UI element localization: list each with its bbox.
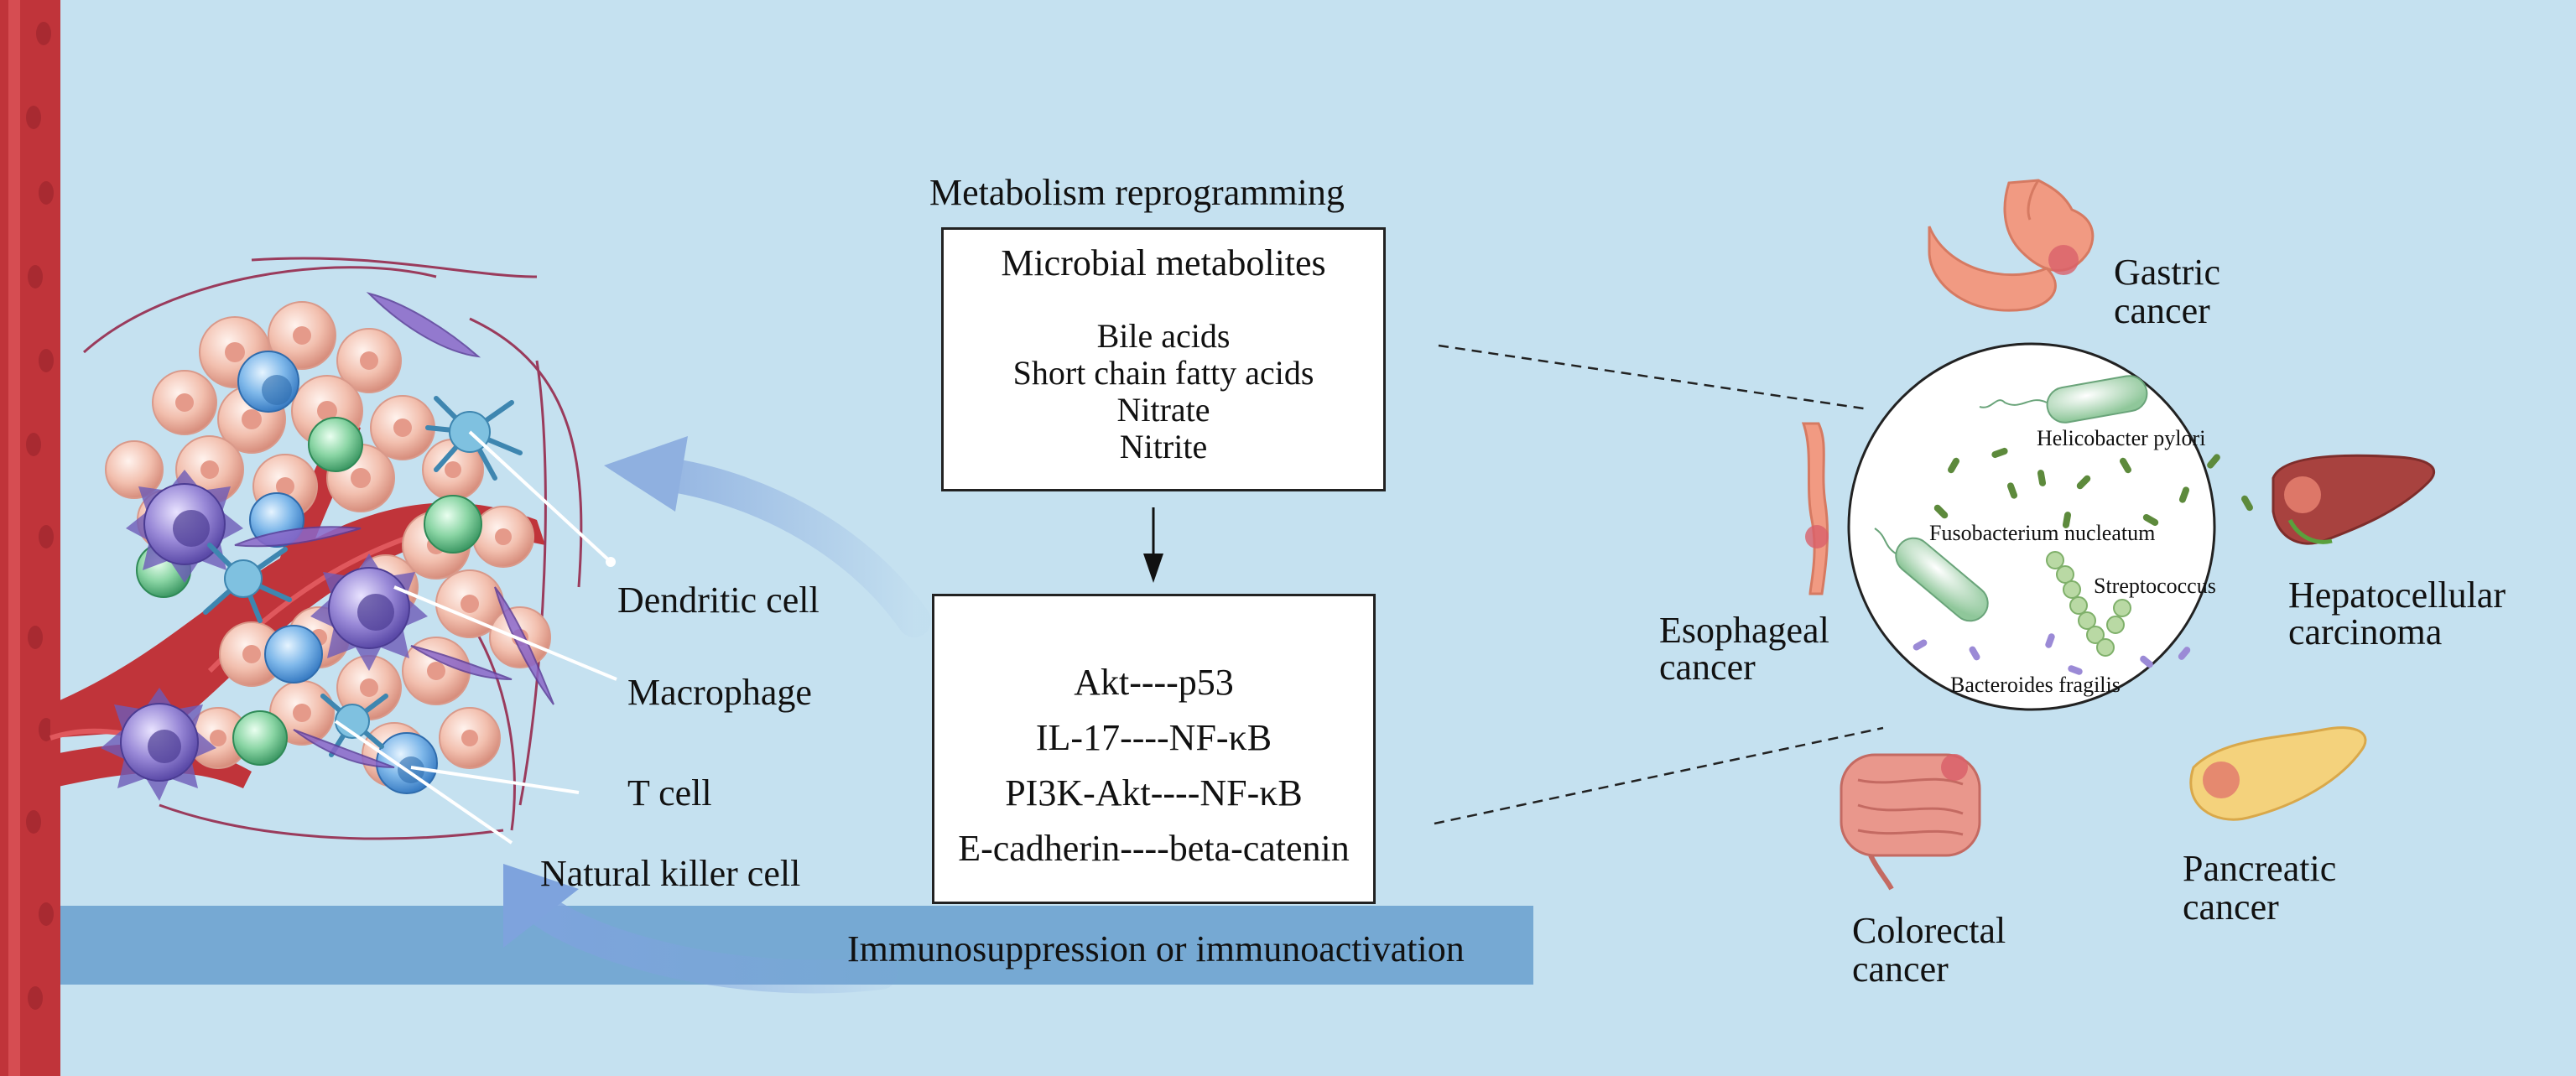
leader-lines (334, 430, 617, 845)
label-hepatocellular-carcinoma: Hepatocellular carcinoma (2288, 574, 2506, 652)
label-colorectal-cancer: Colorectal cancer (1852, 910, 2006, 990)
pathway-item: PI3K-Akt----NF-κB (1005, 772, 1303, 813)
label-bacteroides-fragilis: Bacteroides fragilis (1950, 673, 2121, 697)
dashed-connectors (1434, 344, 1884, 825)
microbiome-circle (1847, 342, 2253, 711)
pathway-item: Akt----p53 (1074, 662, 1234, 703)
pathways-box: Akt----p53 IL-17----NF-κB PI3K-Akt----NF… (932, 594, 1376, 904)
pathway-item: IL-17----NF-κB (1035, 717, 1272, 758)
stomach-icon (1928, 179, 2095, 312)
label-t-cell: T cell (627, 772, 712, 813)
label-natural-killer-cell: Natural killer cell (540, 853, 801, 894)
label-dendritic-cell: Dendritic cell (617, 580, 820, 621)
metabolite-item: Nitrate (1116, 391, 1210, 429)
label-esophageal-cancer: Esophageal cancer (1659, 610, 1829, 688)
metabolites-box-title: Microbial metabolites (1001, 242, 1326, 283)
immune-cells-illustration (101, 292, 554, 801)
immune-band-label: Immunosuppression or immunoactivation (847, 928, 1465, 969)
label-macrophage: Macrophage (627, 672, 812, 713)
label-pancreatic-cancer: Pancreatic cancer (2183, 848, 2337, 928)
label-helicobacter-pylori: Helicobacter pylori (2037, 426, 2206, 450)
label-gastric-cancer: Gastric cancer (2114, 252, 2221, 331)
stroma-fibers (82, 257, 583, 840)
pancreas-icon (2189, 726, 2367, 821)
metabolism-title: Metabolism reprogramming (929, 172, 1345, 213)
metabolite-item: Nitrite (1119, 428, 1208, 465)
metabolite-item: Short chain fatty acids (1012, 354, 1314, 392)
label-streptococcus: Streptococcus (2094, 574, 2216, 598)
curved-arrows (503, 436, 931, 994)
liver-icon (2272, 454, 2435, 545)
pathway-item: E-cadherin----beta-catenin (958, 828, 1350, 869)
metabolites-box: Microbial metabolites Bile acids Short c… (941, 227, 1386, 491)
down-arrow (1143, 507, 1163, 583)
esophagus-icon (1801, 422, 1829, 595)
intestine-icon (1840, 753, 1981, 891)
metabolite-item: Bile acids (1096, 317, 1231, 355)
label-fusobacterium-nucleatum: Fusobacterium nucleatum (1929, 521, 2156, 545)
